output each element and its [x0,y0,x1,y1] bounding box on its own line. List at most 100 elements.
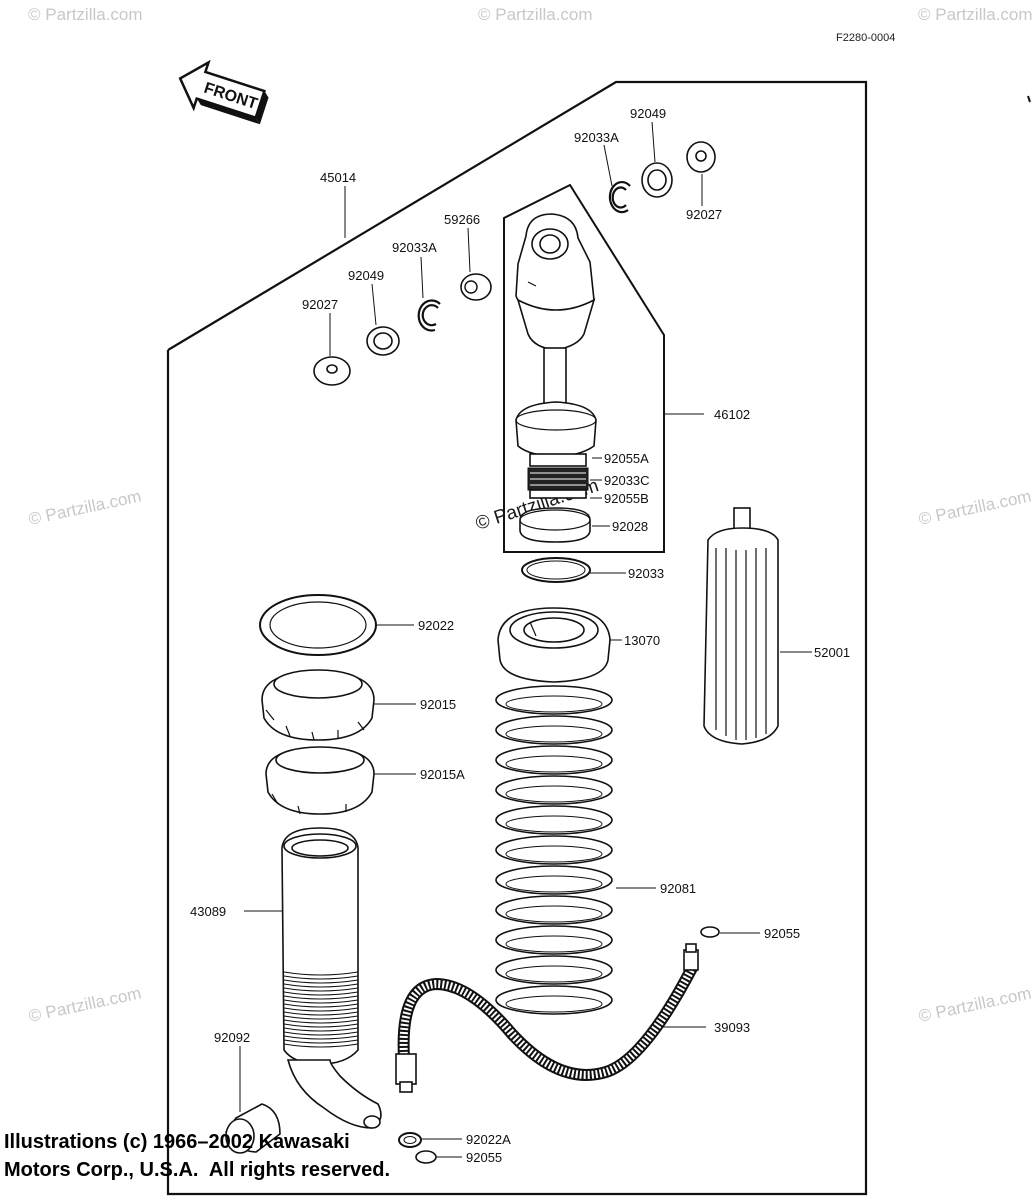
washer-92027-left [313,356,351,386]
spring-coil-inner [505,905,603,923]
spring-coil [495,865,613,895]
thread-line [283,1007,359,1012]
thread-line [283,1023,359,1028]
label-92033: 92033 [628,566,664,581]
watermark-top-left: © Partzilla.com [28,5,143,24]
circlip-92033A-left [417,299,441,332]
watermark-bottom-left: © Partzilla.com [27,984,143,1026]
thread-line [283,1043,359,1048]
label-92027-right: 92027 [686,207,722,222]
hose-39093 [395,943,699,1093]
body-tube-43089 [281,827,382,1129]
spring-coil [495,955,613,985]
thread-line [283,1035,359,1040]
thread-line [283,999,359,1004]
thread-line [283,1019,359,1024]
spring-coil [495,805,613,835]
spring-coil [495,835,613,865]
thread-line [283,1011,359,1016]
label-45014: 45014 [320,170,356,185]
thread-line [283,995,359,1000]
thread-line [283,1015,359,1020]
label-92027-left: 92027 [302,297,338,312]
copyright-line-2: Motors Corp., U.S.A. All rights reserved… [4,1159,390,1181]
spring-coil [495,925,613,955]
label-43089: 43089 [190,904,226,919]
spring-seat-13070 [497,607,611,683]
leader-lines [239,121,812,1158]
ring-92049-left [366,326,400,356]
label-92022A: 92022A [466,1132,511,1147]
spring-coil [495,895,613,925]
assembly-outline [166,80,868,1196]
label-92055-bottom: 92055 [466,1150,502,1165]
spring-coil [495,745,613,775]
label-13070: 13070 [624,633,660,648]
figure-code: F2280-0004 [836,32,895,44]
watermark-top-center: © Partzilla.com [478,5,593,24]
copyright-line-1: Illustrations (c) 1966–2002 Kawasaki [4,1131,350,1153]
spring-coil-inner [505,695,603,713]
label-92033C: 92033C [604,473,650,488]
watermark-bottom-right: © Partzilla.com [917,984,1032,1026]
label-92015A: 92015A [420,767,465,782]
ring-92049-right [641,162,673,198]
spring-coil-inner [505,755,603,773]
nut-92015 [261,669,375,741]
bushing-59266 [460,273,492,301]
spring-coil-inner [505,815,603,833]
front-arrow-icon: FRONT [178,59,269,125]
label-52001: 52001 [814,645,850,660]
label-92055B: 92055B [604,491,649,506]
label-92092: 92092 [214,1030,250,1045]
watermark-mid-left: © Partzilla.com [27,487,143,529]
thread-line [283,1003,359,1008]
spring-coil-inner [505,785,603,803]
thread-line [283,1031,359,1036]
spring-coil [495,775,613,805]
nut-92015A [265,746,375,815]
ring-92022 [259,594,377,656]
shock-absorber-body [515,213,597,543]
thread-line [283,987,359,992]
label-92033A-left: 92033A [392,240,437,255]
thread-line [283,971,359,976]
spring-coil-inner [505,935,603,953]
thread-line [283,1027,359,1032]
spring-coil-inner [505,845,603,863]
label-39093: 39093 [714,1020,750,1035]
spring-coil-inner [505,965,603,983]
copyright-notice: Illustrations (c) 1966–2002 Kawasaki Mot… [4,1128,390,1184]
label-92055A: 92055A [604,451,649,466]
spring-coil [495,985,613,1015]
bushing-92092 [225,1103,281,1154]
o-ring-92022A [398,1132,422,1148]
thread-line [283,975,359,980]
label-92049-left: 92049 [348,268,384,283]
o-ring-92055-top [700,926,720,938]
spring-92081 [495,685,613,1015]
part-labels: 45014 92049 92033A 92027 59266 92033A 92… [190,106,850,1165]
spring-coil-inner [505,725,603,743]
washer-92027-right [686,141,716,173]
spring-coil-inner [505,995,603,1013]
label-59266: 59266 [444,212,480,227]
circlip-92033A-right [608,181,631,214]
spring-coil-inner [505,875,603,893]
shock-body-outline [503,183,665,553]
watermark-top-right: © Partzilla.com [918,5,1032,24]
thread-line [283,983,359,988]
thread-line [283,1039,359,1044]
edge-mark [1027,95,1031,103]
reservoir-52001 [703,507,779,745]
o-ring-92055-bottom [415,1150,437,1164]
thread-line [283,979,359,984]
label-92055-top: 92055 [764,926,800,941]
label-92028: 92028 [612,519,648,534]
label-92015: 92015 [420,697,456,712]
snap-ring-92033 [521,557,591,583]
label-92022: 92022 [418,618,454,633]
label-92081: 92081 [660,881,696,896]
label-92033A-right: 92033A [574,130,619,145]
